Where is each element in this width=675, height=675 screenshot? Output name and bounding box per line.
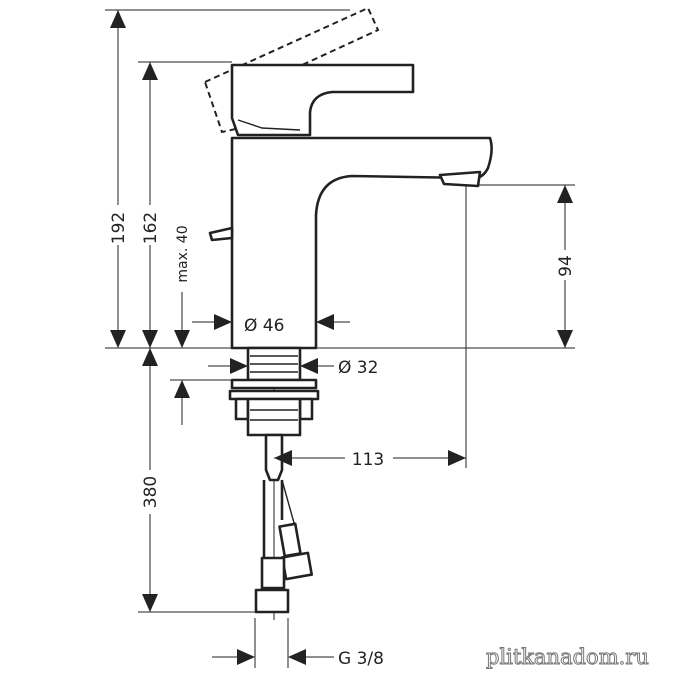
supply-hoses (254, 433, 314, 614)
dim-380-label: 380 (141, 476, 161, 508)
faucet-lever-open-dashed (203, 6, 380, 134)
dimension-diameter-32: Ø 32 (208, 358, 378, 378)
dim-162-label: 162 (141, 212, 161, 244)
dimension-g-3-8: G 3/8 (212, 649, 384, 669)
dim-113-label: 113 (352, 450, 384, 470)
watermark: plitkanadom.ru (486, 645, 649, 669)
dimension-113: 113 (274, 448, 466, 470)
dim-diameter-32-label: Ø 32 (338, 358, 378, 378)
dim-diameter-46-label: Ø 46 (244, 316, 284, 336)
dim-192-label: 192 (109, 212, 129, 244)
dimension-162: 162 (140, 62, 161, 348)
mounting-thread (228, 346, 320, 437)
dimension-380: 380 (140, 348, 161, 612)
dimension-94: 94 (555, 185, 576, 348)
dim-94-label: 94 (556, 255, 576, 277)
dimension-192: 192 (108, 10, 129, 348)
dim-g-3-8-label: G 3/8 (338, 649, 384, 669)
dim-max-40-label: max. 40 (175, 225, 191, 282)
dimension-diameter-46: Ø 46 (192, 314, 350, 336)
dimension-max-40: max. 40 (174, 225, 191, 425)
faucet-body (208, 63, 493, 350)
extension-lines (105, 9, 575, 668)
